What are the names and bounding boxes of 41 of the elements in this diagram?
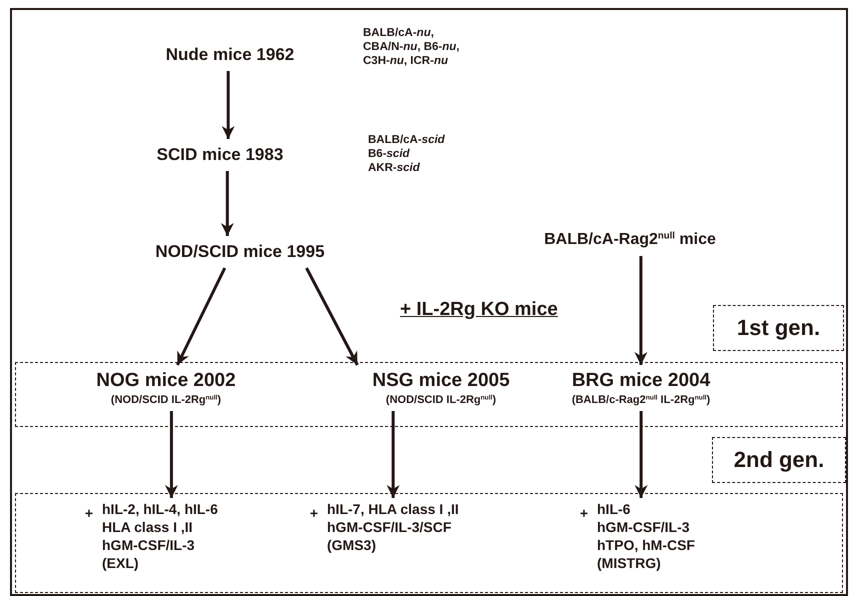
strain-name: NOG mice 2002 <box>95 369 237 393</box>
arrow <box>634 256 648 365</box>
modification-line: hIL-6 <box>597 500 632 518</box>
genotype-label: (BALB/c-Rag2$^{null}$ IL-2Rg$^{null}$) <box>570 393 712 407</box>
arrow <box>634 411 648 498</box>
modification-line: hGM-CSF/IL-3 <box>102 536 196 554</box>
arrow <box>305 267 359 366</box>
node-label: Nude mice 1962 <box>150 39 310 71</box>
node-label: SCID mice 1983 <box>140 139 300 171</box>
generation-tag: 1st gen. <box>713 305 844 351</box>
strain-list: AKR-scid <box>368 161 420 175</box>
arrow <box>220 171 234 236</box>
strain-name: BRG mice 2004 <box>570 369 712 393</box>
modification-line: hIL-2, hIL-4, hIL-6 <box>102 500 218 518</box>
arrow <box>222 71 235 139</box>
strain-list: BALB/cA-nu, CBA/N-nu, B6-nu, C3H-nu, ICR-nu <box>363 26 475 68</box>
modification-line: (EXL) <box>102 554 140 572</box>
plus-sign: + <box>578 504 590 522</box>
group-band <box>15 362 843 427</box>
genotype-label: (NOD/SCID IL-2Rg$^{null}$) <box>110 393 222 407</box>
modification-line: HLA class I ,II <box>102 518 194 536</box>
modification-line: (GMS3) <box>327 536 377 554</box>
node-label: BALB/cA-Rag2$^{null}$ mice <box>510 224 750 256</box>
node-label: NOD/SCID mice 1995 <box>145 236 335 268</box>
group-band <box>15 493 843 593</box>
modification-line: hIL-7, HLA class I ,II <box>327 500 459 518</box>
genotype-label: (NOD/SCID IL-2Rg$^{null}$) <box>384 393 498 407</box>
modification-line: hGM-CSF/IL-3/SCF <box>327 518 452 536</box>
strain-list: BALB/cA-scid <box>368 133 445 147</box>
modification-line: hGM-CSF/IL-3 <box>597 518 691 536</box>
arrow <box>176 267 226 366</box>
generation-tag: 2nd gen. <box>712 437 846 483</box>
strain-name: NSG mice 2005 <box>371 369 511 393</box>
modification-line: hTPO, hM-CSF <box>597 536 695 554</box>
arrow <box>164 411 178 498</box>
plus-sign: + <box>84 504 94 522</box>
arrow <box>386 411 400 498</box>
plus-sign: + <box>308 504 320 522</box>
strain-list: B6-scid <box>368 147 410 161</box>
annotation-text: + IL-2Rg KO mice <box>400 298 558 322</box>
modification-line: (MISTRG) <box>597 554 662 572</box>
